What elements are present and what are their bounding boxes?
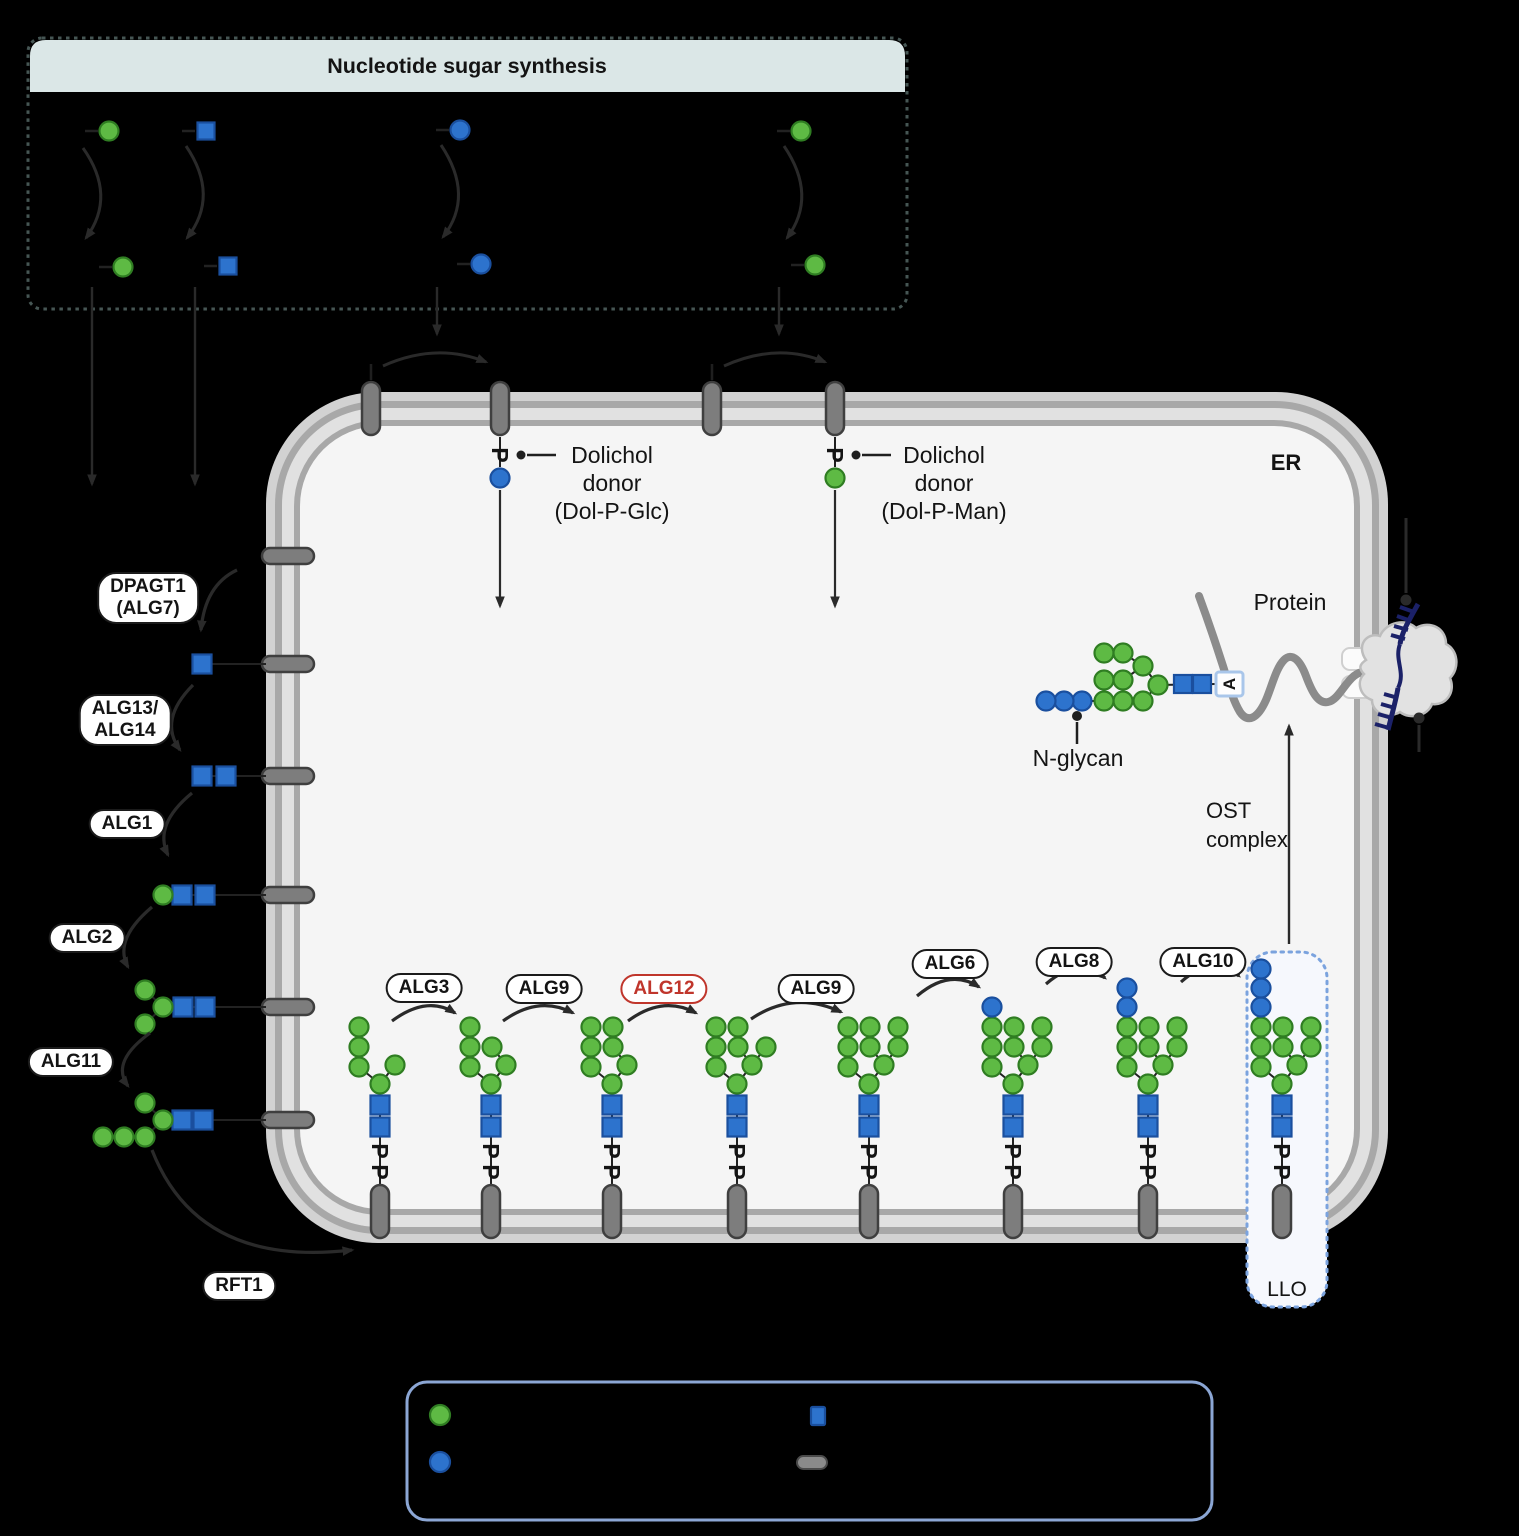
dolichol-glc-line2: donor — [583, 470, 642, 496]
dolichol-pill-left — [260, 1110, 316, 1130]
lumen-glycan-3: PP — [580, 1016, 638, 1240]
enzyme-alg1: ALG1 — [88, 808, 166, 840]
dolichol-pill-top — [701, 380, 723, 437]
sugar-column-4 — [774, 120, 826, 337]
dolichol-pill-left — [260, 654, 316, 674]
lumen-glycan-7: PP — [1116, 977, 1188, 1240]
mrna-strand — [1374, 602, 1421, 731]
lumen-glycan-6: PP — [981, 996, 1053, 1240]
dolichol-man-line3: (Dol-P-Man) — [881, 498, 1006, 524]
enzyme-alg13-14: ALG13/ALG14 — [78, 693, 172, 747]
dolichol-man-line1: Dolichol — [903, 442, 985, 468]
dolichol-glc-line1: Dolichol — [571, 442, 653, 468]
cytosol-glycan-2 — [191, 765, 266, 787]
glucose-symbol — [489, 467, 511, 489]
svg-text:P: P — [1000, 1164, 1026, 1179]
legend-mannose-icon — [428, 1403, 452, 1427]
lumen-glycan-8: PP — [1250, 958, 1322, 1240]
ost-label-line2: complex — [1206, 827, 1288, 852]
svg-text:P: P — [1269, 1143, 1295, 1158]
dolichol-pill-left — [260, 885, 316, 905]
dolichol-pill-left — [260, 766, 316, 786]
cytosol-glycan-5 — [92, 1092, 266, 1148]
asparagine-box — [1214, 670, 1245, 698]
llo-label: LLO — [1267, 1278, 1307, 1301]
ost-label-line1: OST — [1206, 798, 1251, 823]
cytosol-glycan-1 — [191, 653, 266, 675]
svg-text:P: P — [478, 1164, 504, 1179]
nucleotide-sugar-symbols — [85, 119, 826, 487]
enzyme-alg10: ALG10 — [1159, 946, 1247, 978]
svg-text:P: P — [367, 1164, 393, 1179]
dolichol-donor-man: P Dolichol donor (Dol-P-Man) — [710, 351, 1007, 609]
legend — [405, 1380, 1214, 1522]
pointer-pins — [1400, 518, 1425, 752]
legend-glcnac-icon — [809, 1405, 827, 1427]
er-label: ER — [1271, 450, 1302, 475]
sugar-column-1 — [85, 120, 134, 487]
svg-text:P: P — [724, 1143, 750, 1158]
rft1-flip-arrow — [150, 1149, 355, 1256]
svg-text:P: P — [856, 1143, 882, 1158]
sugar-column-2 — [182, 121, 238, 487]
enzyme-alg8: ALG8 — [1035, 946, 1113, 978]
phosphate-letter: P — [822, 447, 848, 462]
dolichol-pill-left — [260, 997, 316, 1017]
nucleotide-sugar-box: Nucleotide sugar synthesis — [26, 36, 909, 487]
ost-transfer: OST complex — [1206, 723, 1294, 944]
legend-glucose-icon — [428, 1450, 452, 1474]
svg-text:P: P — [724, 1164, 750, 1179]
svg-text:P: P — [599, 1143, 625, 1158]
cytosol-glycan-3 — [152, 884, 266, 906]
svg-text:P: P — [1135, 1164, 1161, 1179]
cytosolic-glycan-intermediates — [92, 653, 266, 1148]
enzyme-alg6: ALG6 — [911, 948, 989, 980]
enzyme-alg9b: ALG9 — [777, 973, 855, 1005]
enzyme-alg12: ALG12 — [620, 973, 708, 1005]
enzyme-alg9a: ALG9 — [505, 973, 583, 1005]
svg-text:P: P — [856, 1164, 882, 1179]
asparagine-letter: A — [1220, 678, 1239, 690]
legend-dolichol-icon — [796, 1455, 828, 1470]
n-glycan-label: N-glycan — [1033, 745, 1124, 771]
svg-text:P: P — [1269, 1164, 1295, 1179]
svg-text:P: P — [1135, 1143, 1161, 1158]
phosphate-letter: P — [487, 447, 513, 462]
enzyme-alg3: ALG3 — [385, 972, 463, 1004]
ribosome — [1358, 621, 1458, 718]
box-title: Nucleotide sugar synthesis — [327, 54, 607, 78]
sugar-conversion-arrows — [81, 144, 804, 241]
dolichol-man-line2: donor — [915, 470, 974, 496]
cytosolic-enzyme-arrows — [118, 568, 355, 1256]
dolichol-donor-glc: P Dolichol donor (Dol-P-Glc) — [369, 351, 670, 609]
svg-text:P: P — [478, 1143, 504, 1158]
lumen-glycan-5: PP — [837, 1016, 909, 1240]
enzyme-rft1: RFT1 — [202, 1270, 276, 1302]
dolichol-pill-left — [260, 546, 316, 566]
lumen-glycan-4: PP — [705, 1016, 777, 1240]
svg-text:P: P — [1000, 1143, 1026, 1158]
cytosol-glycan-4 — [134, 979, 266, 1035]
enzyme-dpagt1: DPAGT1(ALG7) — [97, 571, 199, 625]
protein-label: Protein — [1254, 589, 1327, 615]
sugar-column-3 — [432, 119, 492, 337]
n-glycan: A N-glycan — [1033, 642, 1245, 771]
svg-text:P: P — [367, 1143, 393, 1158]
enzyme-alg2: ALG2 — [48, 922, 126, 954]
enzyme-alg11: ALG11 — [27, 1046, 115, 1078]
dolichol-pill-top — [824, 380, 846, 437]
box-header-bar — [30, 40, 905, 92]
dolichol-glc-line3: (Dol-P-Glc) — [555, 498, 670, 524]
lumen-glycan-2: PP — [459, 1016, 517, 1240]
svg-text:P: P — [599, 1164, 625, 1179]
dolichol-pills — [260, 380, 846, 1130]
mannose-symbol — [824, 467, 846, 489]
dolichol-pill-top — [489, 380, 511, 437]
lumen-glycan-1: PP — [348, 1016, 406, 1240]
dolichol-pill-top — [360, 380, 382, 437]
